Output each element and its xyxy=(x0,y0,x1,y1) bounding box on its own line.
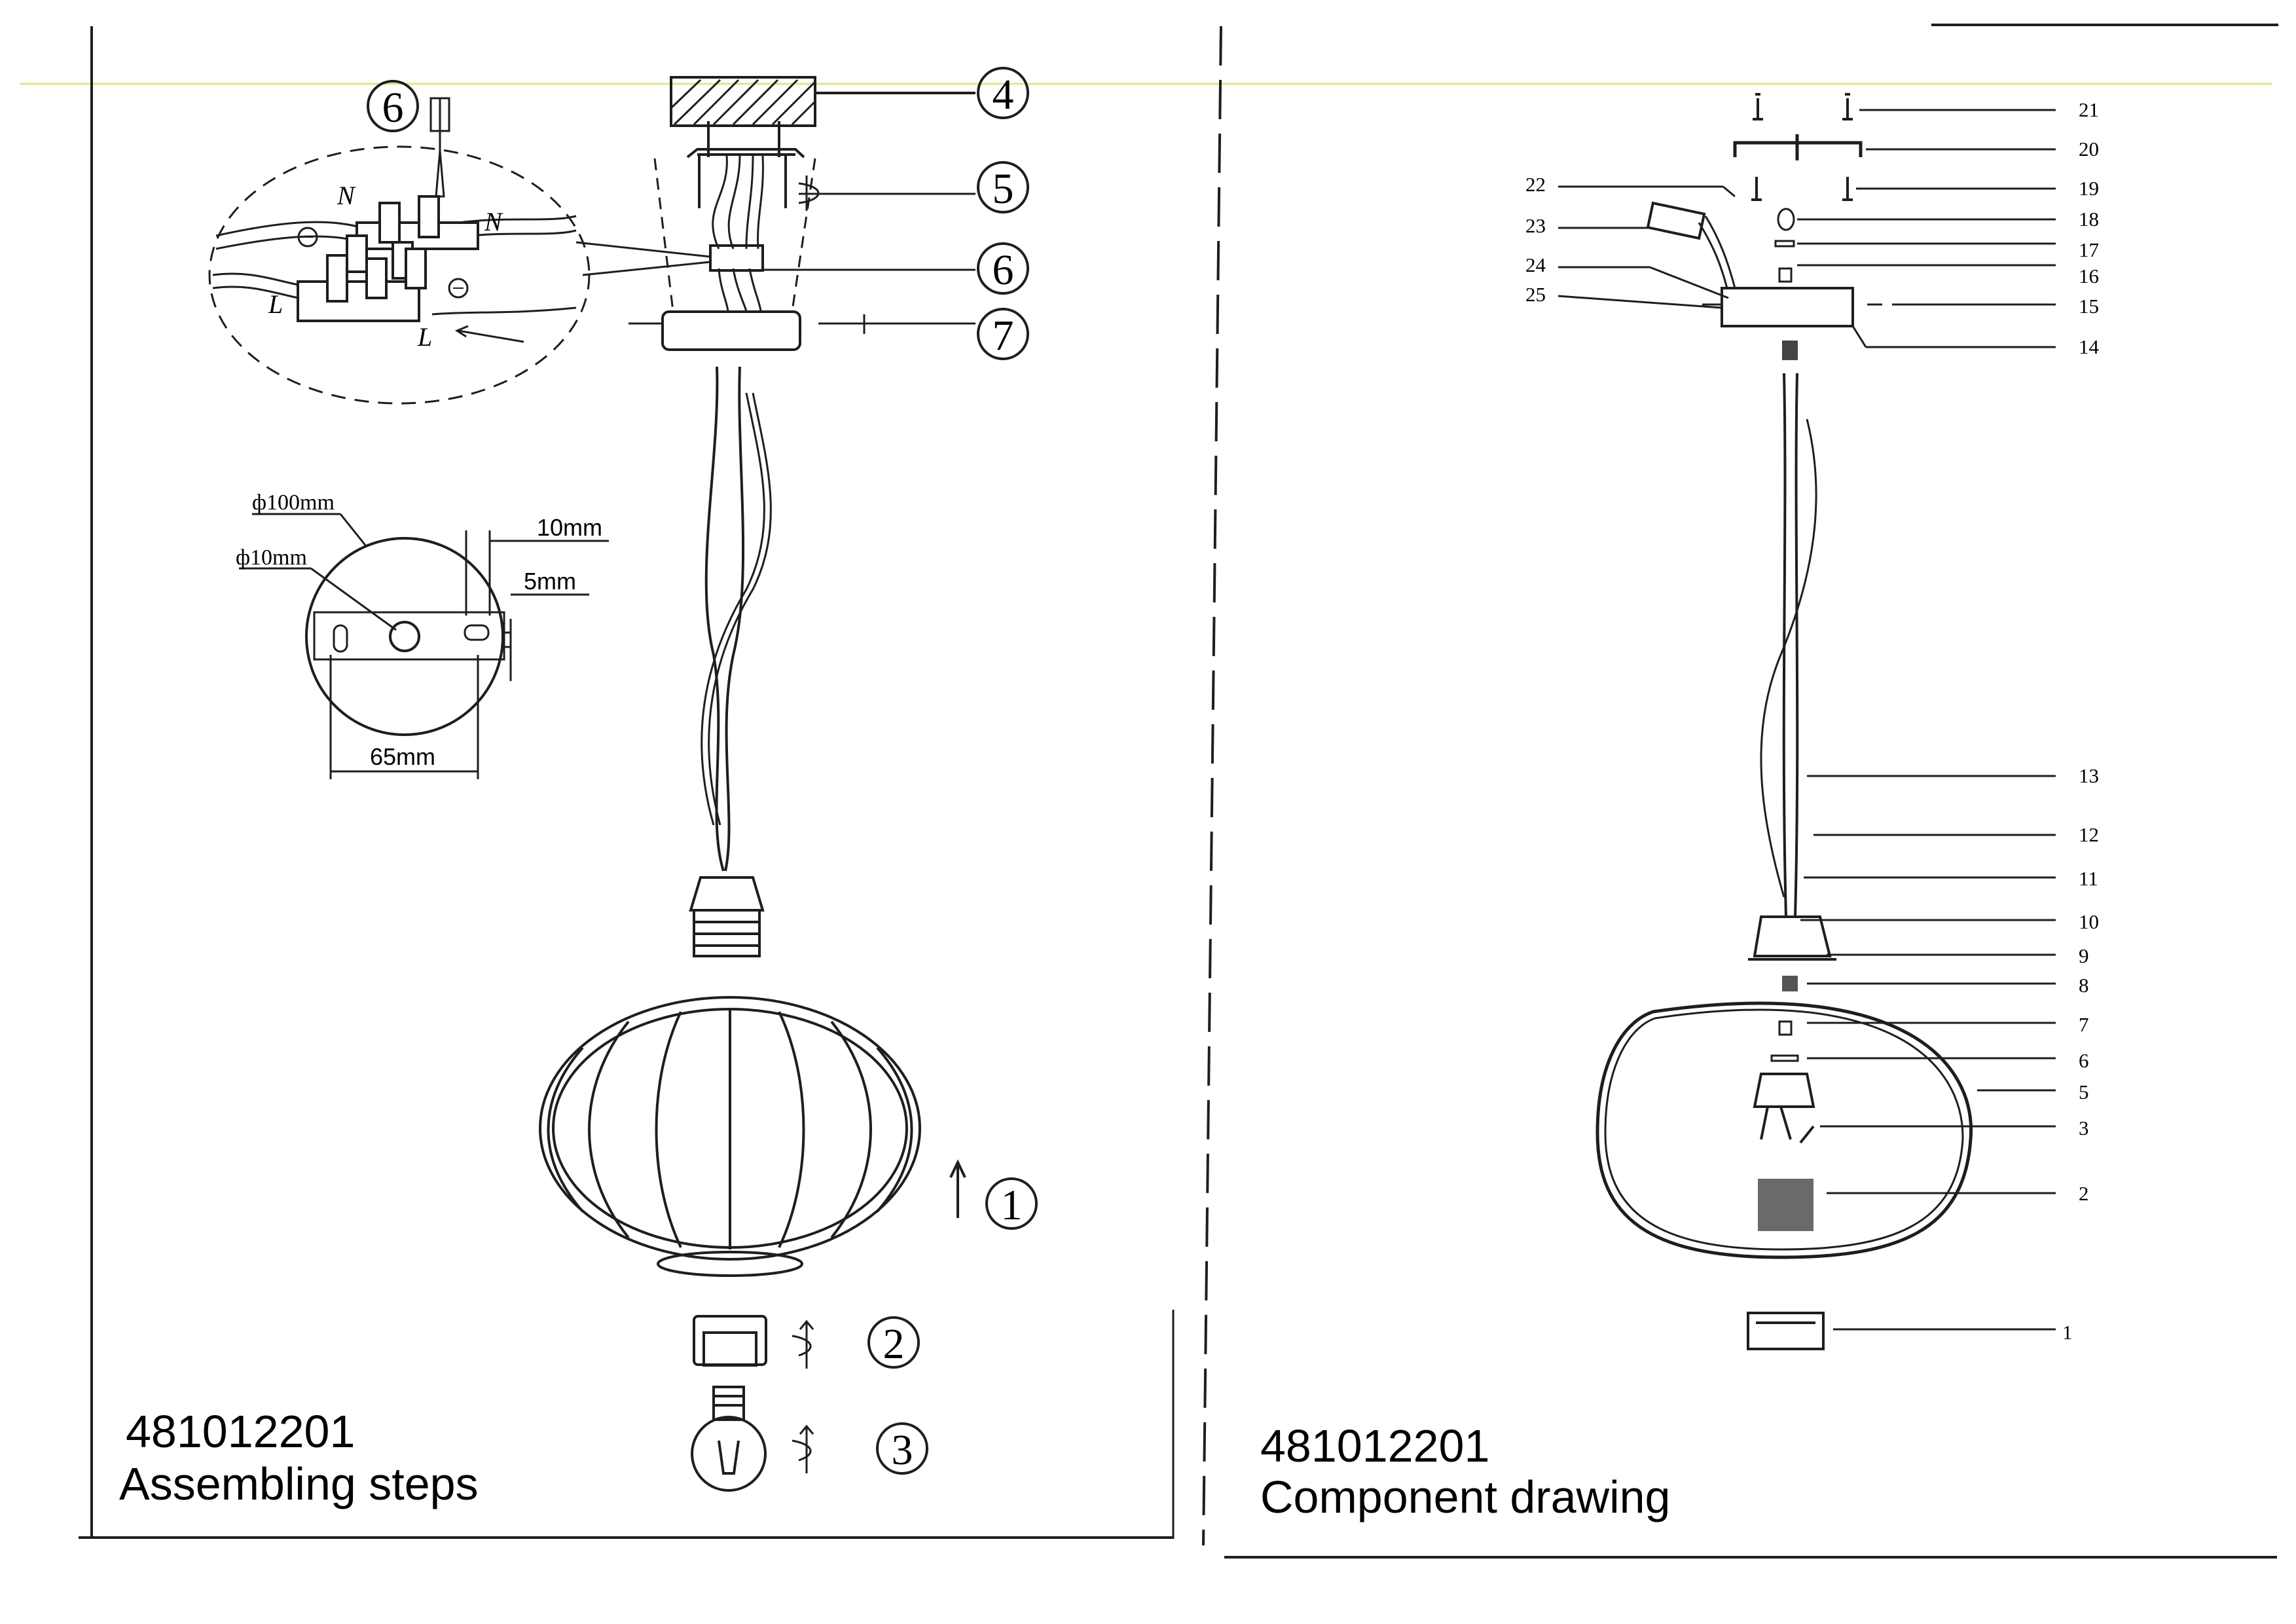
canopy-nipple xyxy=(1782,341,1798,360)
supply-wires xyxy=(712,155,764,312)
assembling-steps-title: Assembling steps xyxy=(119,1458,479,1509)
arrow-up-1 xyxy=(949,1159,966,1218)
svg-text:8: 8 xyxy=(2079,974,2089,997)
terminal-block xyxy=(709,244,764,272)
svg-text:16: 16 xyxy=(2079,265,2099,287)
svg-text:12: 12 xyxy=(2079,823,2099,846)
cord-to-canopy xyxy=(1698,215,1736,289)
bulb-label xyxy=(1758,1179,1813,1231)
svg-text:10mm: 10mm xyxy=(537,514,602,541)
step-2: 2 xyxy=(867,1316,920,1369)
ring-part xyxy=(1747,1312,1825,1350)
svg-text:9: 9 xyxy=(2079,944,2089,967)
svg-text:6: 6 xyxy=(2079,1049,2089,1072)
svg-text:5mm: 5mm xyxy=(524,568,576,595)
svg-text:L: L xyxy=(417,322,432,352)
page-frame xyxy=(79,24,2278,1559)
svg-text:N: N xyxy=(337,181,356,210)
svg-text:15: 15 xyxy=(2079,295,2099,318)
svg-text:14: 14 xyxy=(2079,335,2100,358)
light-bulb xyxy=(691,1386,767,1492)
lock-nut xyxy=(1778,1020,1793,1036)
step-4: 4 xyxy=(977,67,1029,119)
terminal-block-part xyxy=(1646,201,1706,240)
canopy xyxy=(661,310,801,351)
svg-text:1: 1 xyxy=(2062,1321,2073,1344)
glass-shade-part xyxy=(1595,1001,1973,1259)
svg-text:11: 11 xyxy=(2079,867,2098,890)
svg-text:20: 20 xyxy=(2079,138,2099,160)
canopy-part xyxy=(1721,287,1854,327)
rotate-arrow-3 xyxy=(792,1424,814,1473)
svg-text:L: L xyxy=(268,289,283,319)
step-5: 5 xyxy=(977,161,1029,213)
lamp-holder xyxy=(689,876,765,957)
svg-text:2: 2 xyxy=(2079,1182,2089,1205)
svg-text:1: 1 xyxy=(1001,1181,1023,1229)
svg-text:13: 13 xyxy=(2079,764,2099,787)
svg-text:4: 4 xyxy=(993,71,1014,119)
svg-text:5: 5 xyxy=(2079,1080,2089,1103)
socket xyxy=(1753,1073,1815,1144)
wall-screws xyxy=(1751,93,1853,201)
screwdriver xyxy=(429,97,450,198)
svg-text:ф100mm: ф100mm xyxy=(252,490,335,515)
svg-text:19: 19 xyxy=(2079,177,2099,200)
wiring-detail: N N L L xyxy=(208,97,711,405)
step-1: 1 xyxy=(985,1177,1038,1230)
component-model-code: 481012201 xyxy=(1260,1420,1489,1471)
svg-text:2: 2 xyxy=(883,1320,905,1368)
svg-text:23: 23 xyxy=(1525,214,1546,237)
step-3: 3 xyxy=(876,1422,928,1475)
lantern-shade xyxy=(539,996,921,1277)
step-6-detail: 6 xyxy=(367,80,419,132)
shade-holder xyxy=(1748,915,1836,961)
mounting-bracket-part xyxy=(1733,134,1863,160)
component-drawing-panel: 21 20 19 18 17 16 15 14 13 12 11 10 9 8 … xyxy=(1260,93,2100,1522)
chain xyxy=(701,366,772,872)
svg-text:24: 24 xyxy=(1525,253,1546,276)
rotate-arrow-2 xyxy=(792,1320,814,1369)
shade-ring xyxy=(693,1315,767,1367)
leader-lines xyxy=(1558,109,2056,1331)
mounting-bracket xyxy=(686,121,805,208)
step-6: 6 xyxy=(977,242,1029,295)
svg-text:22: 22 xyxy=(1525,173,1546,196)
svg-text:ф10mm: ф10mm xyxy=(236,545,307,570)
component-drawing-title: Component drawing xyxy=(1260,1471,1670,1522)
cable-washer xyxy=(1774,240,1795,248)
chain-part xyxy=(1760,373,1817,917)
threaded-pipe xyxy=(1782,976,1798,991)
assembling-model-code: 481012201 xyxy=(126,1406,355,1457)
cable-grip xyxy=(1777,208,1795,231)
canopy-dimension-drawing: ф100mm ф10mm 10mm 5mm 65mm xyxy=(236,490,609,779)
rotate-arrow-5 xyxy=(798,175,820,211)
svg-text:6: 6 xyxy=(993,246,1014,294)
part-number-labels: 21 20 19 18 17 16 15 14 13 12 11 10 9 8 … xyxy=(1525,98,2100,1344)
ceiling xyxy=(670,76,975,127)
svg-text:18: 18 xyxy=(2079,208,2099,231)
svg-text:3: 3 xyxy=(2079,1116,2089,1139)
washer xyxy=(1770,1054,1799,1062)
svg-text:7: 7 xyxy=(2079,1013,2089,1036)
svg-text:5: 5 xyxy=(993,165,1014,213)
assembling-steps-panel: 4 5 6 7 1 2 3 xyxy=(119,67,1038,1509)
dashed-outline xyxy=(653,158,816,312)
svg-text:25: 25 xyxy=(1525,283,1546,306)
svg-text:7: 7 xyxy=(993,312,1014,360)
svg-text:3: 3 xyxy=(892,1426,913,1474)
nipple xyxy=(1778,267,1793,283)
svg-text:N: N xyxy=(484,207,503,236)
svg-text:65mm: 65mm xyxy=(370,743,435,770)
step-7: 7 xyxy=(977,308,1029,360)
svg-text:6: 6 xyxy=(382,84,404,132)
svg-text:10: 10 xyxy=(2079,910,2099,933)
svg-text:21: 21 xyxy=(2079,98,2099,121)
svg-text:17: 17 xyxy=(2079,238,2099,261)
